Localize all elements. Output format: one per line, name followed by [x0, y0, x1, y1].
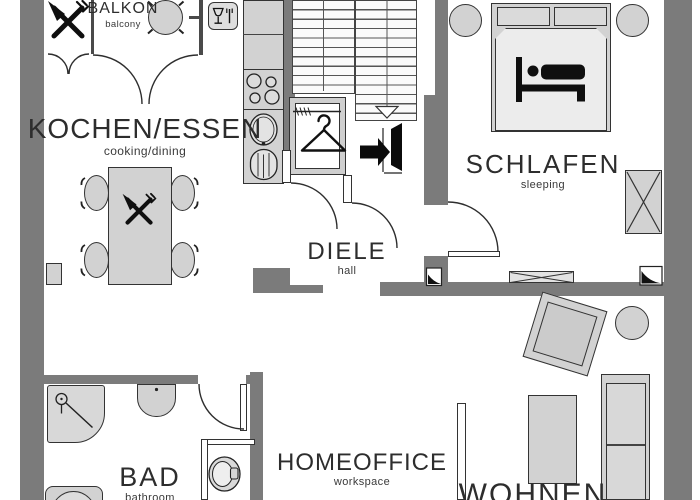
shower: [47, 385, 105, 443]
balcony-divider: [91, 0, 94, 54]
schlafen-subtitle: sleeping: [520, 179, 566, 192]
bad-title: BAD: [119, 462, 181, 492]
outer-wall-left: [20, 0, 44, 500]
staircase-flight-left: [292, 0, 355, 94]
hall-wall-left-lower: [253, 285, 323, 293]
dining-chair: [170, 175, 195, 211]
bed-sheet: [495, 28, 607, 131]
bathroom-door-arc: [198, 383, 245, 430]
stairs-bedroom-wall-lower: [424, 95, 448, 205]
room-label-wohnen: WOHNEN: [459, 479, 608, 500]
room-label-homeoffice: HOMEOFFICE workspace: [277, 450, 447, 489]
bathroom-door-leaf: [240, 384, 247, 431]
schlafen-title: SCHLAFEN: [465, 149, 621, 179]
bedroom-door-leaf: [448, 251, 500, 257]
bathroom-right-wall: [250, 372, 263, 500]
dining-chair: [84, 242, 109, 278]
balkon-subtitle: balcony: [105, 18, 141, 30]
kitchen-hall-door-arc: [290, 182, 338, 230]
pillow: [554, 7, 607, 26]
wall-shelf: [46, 263, 62, 285]
toilet-icon: [208, 456, 241, 492]
washbasin: [137, 384, 176, 417]
nightstand: [616, 4, 649, 37]
radiator: [509, 271, 574, 283]
dining-chair: [84, 175, 109, 211]
bedroom-wardrobe: [625, 170, 662, 234]
sofa-cushions: [606, 383, 646, 500]
bathroom-top-wall-stub: [246, 375, 253, 384]
bedroom-door-arc: [447, 201, 499, 253]
room-label-bad: BAD bathroom: [119, 463, 181, 500]
balcony-railing-tick: [189, 16, 199, 19]
kochen-essen-title: KOCHEN/ESSEN: [27, 113, 263, 144]
hall-door-leaf: [343, 175, 352, 203]
homeoffice-subtitle: workspace: [333, 476, 391, 489]
balcony-small-door-arc-left: [47, 53, 69, 75]
stove: [243, 69, 284, 110]
wohnen-title: WOHNEN: [458, 478, 608, 500]
sofa-cushion-divider: [607, 444, 645, 446]
toilet-partition-top: [201, 439, 255, 445]
dining-chair: [170, 242, 195, 278]
diele-subtitle: hall: [337, 265, 357, 278]
entrance-arrow-door-icon: [360, 123, 402, 174]
bathroom-top-wall: [44, 375, 198, 384]
stairs-bedroom-wall-upper: [435, 0, 448, 96]
homeoffice-title: HOMEOFFICE: [277, 449, 447, 476]
balcony-door-arc-right: [148, 54, 199, 105]
diele-title: DIELE: [307, 238, 387, 265]
coffee-table: [528, 395, 577, 484]
bedroom-door-stub-wall: [424, 256, 448, 283]
balkon-title: BALKON: [87, 0, 159, 17]
living-room-top-wall: [380, 282, 664, 296]
side-stool: [615, 306, 649, 340]
balcony-edge: [199, 0, 203, 55]
balcony-small-door-arc-right: [68, 53, 90, 75]
room-label-diele: DIELE hall: [307, 239, 386, 278]
kochen-essen-subtitle: cooking/dining: [103, 144, 187, 159]
outer-wall-right: [664, 0, 692, 500]
counter-divider: [243, 34, 284, 35]
dining-table: [108, 167, 172, 285]
lounge-chair-seat: [532, 301, 598, 367]
hall-wardrobe-interior: [295, 103, 340, 169]
pillow: [497, 7, 550, 26]
staircase-flight-right: [355, 0, 417, 121]
room-label-kochen-essen: KOCHEN/ESSEN cooking/dining: [28, 114, 263, 158]
nightstand: [449, 4, 482, 37]
bad-subtitle: bathroom: [125, 492, 175, 500]
fork-knife-icon: [48, 1, 88, 36]
balcony-door-arc-left: [92, 54, 143, 105]
lounge-chair: [522, 291, 608, 377]
dishwasher: [208, 2, 238, 30]
kitchen-hall-door-leaf: [282, 150, 291, 183]
kitchen-wall: [284, 0, 295, 150]
toilet-partition-side: [201, 439, 208, 500]
room-label-schlafen: SCHLAFEN sleeping: [465, 149, 621, 192]
room-label-balkon: BALKON balcony: [87, 0, 159, 30]
hall-wall-left-upper: [253, 268, 290, 285]
